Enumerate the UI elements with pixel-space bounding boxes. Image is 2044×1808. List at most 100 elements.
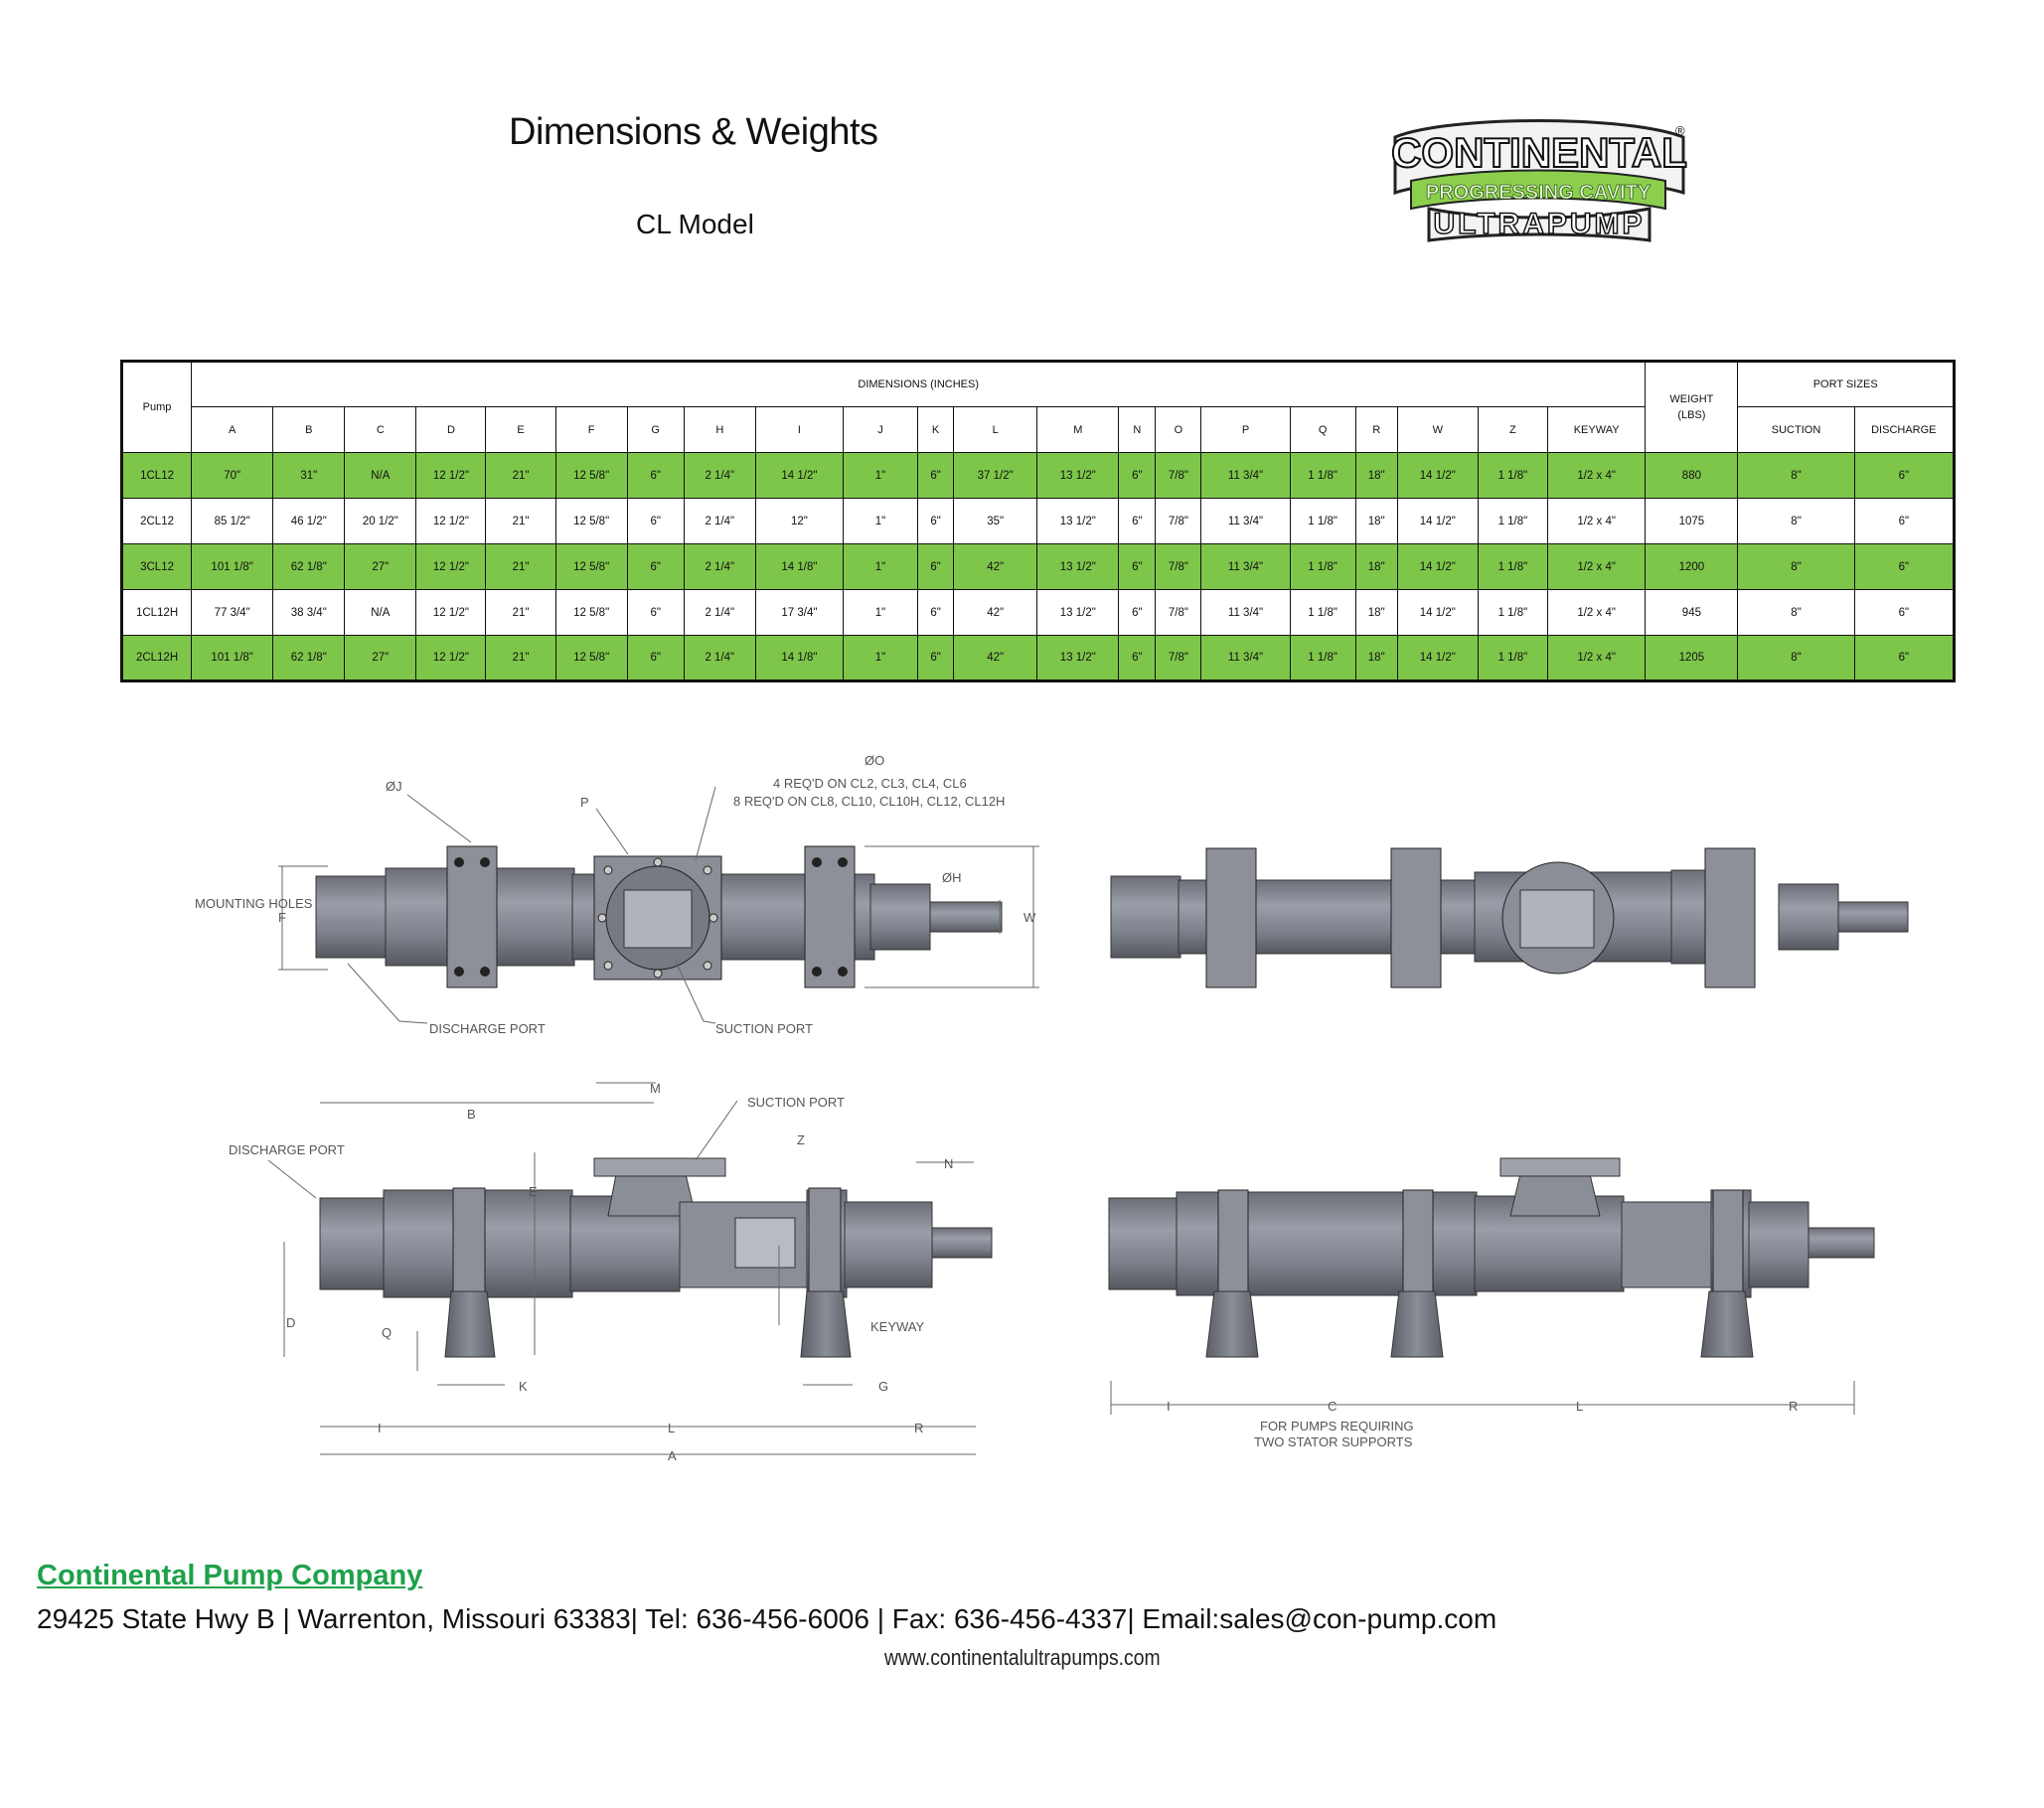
cell-dim-p: 11 3/4": [1200, 635, 1291, 681]
cell-dim-q: 1 1/8": [1289, 589, 1356, 636]
cell-dim-o: 7/8": [1155, 635, 1202, 681]
label-i: I: [378, 1421, 382, 1435]
label-a: A: [668, 1448, 677, 1463]
cell-discharge: 6": [1853, 452, 1956, 499]
discharge-port-label: DISCHARGE PORT: [429, 1021, 546, 1036]
label-b: B: [467, 1107, 476, 1122]
two-supports-note-1: FOR PUMPS REQUIRING: [1260, 1419, 1414, 1433]
cell-dim-n: 6": [1118, 589, 1157, 636]
cell-dim-m: 13 1/2": [1036, 498, 1120, 544]
cell-dim-z: 1 1/8": [1477, 543, 1548, 590]
logo-graphic: CONTINENTAL ® PROGRESSING CAVITY ULTRAPU…: [1390, 119, 1688, 242]
cell-dim-b: 46 1/2": [272, 498, 346, 544]
cell-dim-e: 21": [485, 452, 556, 499]
company-logo: CONTINENTAL ® PROGRESSING CAVITY ULTRAPU…: [1389, 109, 1689, 243]
cell-dim-d: 12 1/2": [415, 635, 487, 681]
cell-dim-d: 12 1/2": [415, 543, 487, 590]
cell-dim-a: 77 3/4": [191, 589, 274, 636]
label-c-right: C: [1328, 1399, 1336, 1414]
label-r: R: [914, 1421, 923, 1435]
page-title: Dimensions & Weights: [509, 111, 878, 153]
label-i-right: I: [1167, 1399, 1171, 1414]
cell-dim-m: 13 1/2": [1036, 589, 1120, 636]
cell-pump: 1CL12: [120, 452, 193, 499]
suction-port-label-2: SUCTION PORT: [747, 1095, 845, 1110]
label-k: K: [519, 1379, 528, 1394]
company-address: 29425 State Hwy B | Warrenton, Missouri …: [37, 1603, 1497, 1634]
label-e: E: [529, 1184, 538, 1199]
cell-dim-p: 11 3/4": [1200, 452, 1291, 499]
cell-dim-e: 21": [485, 635, 556, 681]
cell-discharge: 6": [1853, 498, 1956, 544]
cell-dim-w: 14 1/2": [1396, 635, 1479, 681]
cell-dim-k: 6": [917, 543, 955, 590]
cell-dim-c: N/A: [344, 452, 417, 499]
cell-dim-h: 2 1/4": [683, 543, 756, 590]
cell-dim-w: 14 1/2": [1396, 498, 1479, 544]
cell-dim-j: 1": [842, 589, 919, 636]
cell-dim-h: 2 1/4": [683, 635, 756, 681]
website-url[interactable]: www.continentalultrapumps.com: [884, 1645, 1161, 1670]
cell-dim-i: 14 1/2": [754, 452, 844, 499]
col-header-c: C: [344, 406, 417, 453]
col-header-r: R: [1354, 406, 1398, 453]
cell-dim-c: N/A: [344, 589, 417, 636]
col-header-o: O: [1155, 406, 1202, 453]
col-header-keyway: KEYWAY: [1546, 406, 1647, 453]
cell-pump: 2CL12: [120, 498, 193, 544]
col-header-d: D: [415, 406, 487, 453]
label-j: ØJ: [386, 779, 402, 794]
cell-dim-h: 2 1/4": [683, 498, 756, 544]
col-header-z: Z: [1477, 406, 1548, 453]
cell-discharge: 6": [1853, 543, 1956, 590]
label-l: L: [668, 1421, 675, 1435]
col-header-n: N: [1118, 406, 1157, 453]
company-name-link[interactable]: Continental Pump Company: [37, 1560, 423, 1591]
cell-dim-l: 42": [953, 543, 1038, 590]
suction-port-label: SUCTION PORT: [715, 1021, 813, 1036]
cell-dim-k: 6": [917, 589, 955, 636]
cell-dim-g: 6": [626, 635, 685, 681]
col-header-m: M: [1036, 406, 1120, 453]
cell-dim-b: 31": [272, 452, 346, 499]
label-d: D: [286, 1315, 295, 1330]
cell-dim-l: 35": [953, 498, 1038, 544]
cell-dim-r: 18": [1354, 543, 1398, 590]
two-supports-note-2: TWO STATOR SUPPORTS: [1254, 1434, 1413, 1449]
cell-dim-b: 62 1/8": [272, 543, 346, 590]
cell-dim-r: 18": [1354, 498, 1398, 544]
cell-pump: 3CL12: [120, 543, 193, 590]
cell-dim-k: 6": [917, 498, 955, 544]
cell-dim-q: 1 1/8": [1289, 635, 1356, 681]
cell-dim-a: 85 1/2": [191, 498, 274, 544]
cell-dim-o: 7/8": [1155, 543, 1202, 590]
label-f: F: [278, 910, 286, 925]
cell-dim-f: 12 5/8": [554, 498, 628, 544]
cell-dim-a: 101 1/8": [191, 635, 274, 681]
weight-header: WEIGHT (LBS): [1645, 361, 1739, 453]
col-header-discharge: DISCHARGE: [1853, 406, 1956, 453]
drawing-top-right: [1110, 847, 1909, 988]
note-line1: 4 REQ'D ON CL2, CL3, CL4, CL6: [773, 776, 967, 791]
cell-weight: 880: [1645, 452, 1739, 499]
cell-dim-i: 12": [754, 498, 844, 544]
cell-dim-g: 6": [626, 498, 685, 544]
col-header-k: K: [917, 406, 955, 453]
cell-dim-q: 1 1/8": [1289, 498, 1356, 544]
label-z: Z: [797, 1132, 805, 1147]
cell-dim-p: 11 3/4": [1200, 589, 1291, 636]
cell-dim-h: 2 1/4": [683, 589, 756, 636]
col-header-j: J: [842, 406, 919, 453]
cell-dim-q: 1 1/8": [1289, 452, 1356, 499]
pump-header: Pump: [120, 361, 193, 453]
col-header-p: P: [1200, 406, 1291, 453]
label-p: P: [580, 795, 589, 810]
cell-dim-m: 13 1/2": [1036, 452, 1120, 499]
cell-weight: 945: [1645, 589, 1739, 636]
cell-dim-r: 18": [1354, 452, 1398, 499]
cell-dim-w: 14 1/2": [1396, 452, 1479, 499]
cell-dim-w: 14 1/2": [1396, 543, 1479, 590]
cell-dim-keyway: 1/2 x 4": [1546, 589, 1647, 636]
cell-dim-n: 6": [1118, 498, 1157, 544]
